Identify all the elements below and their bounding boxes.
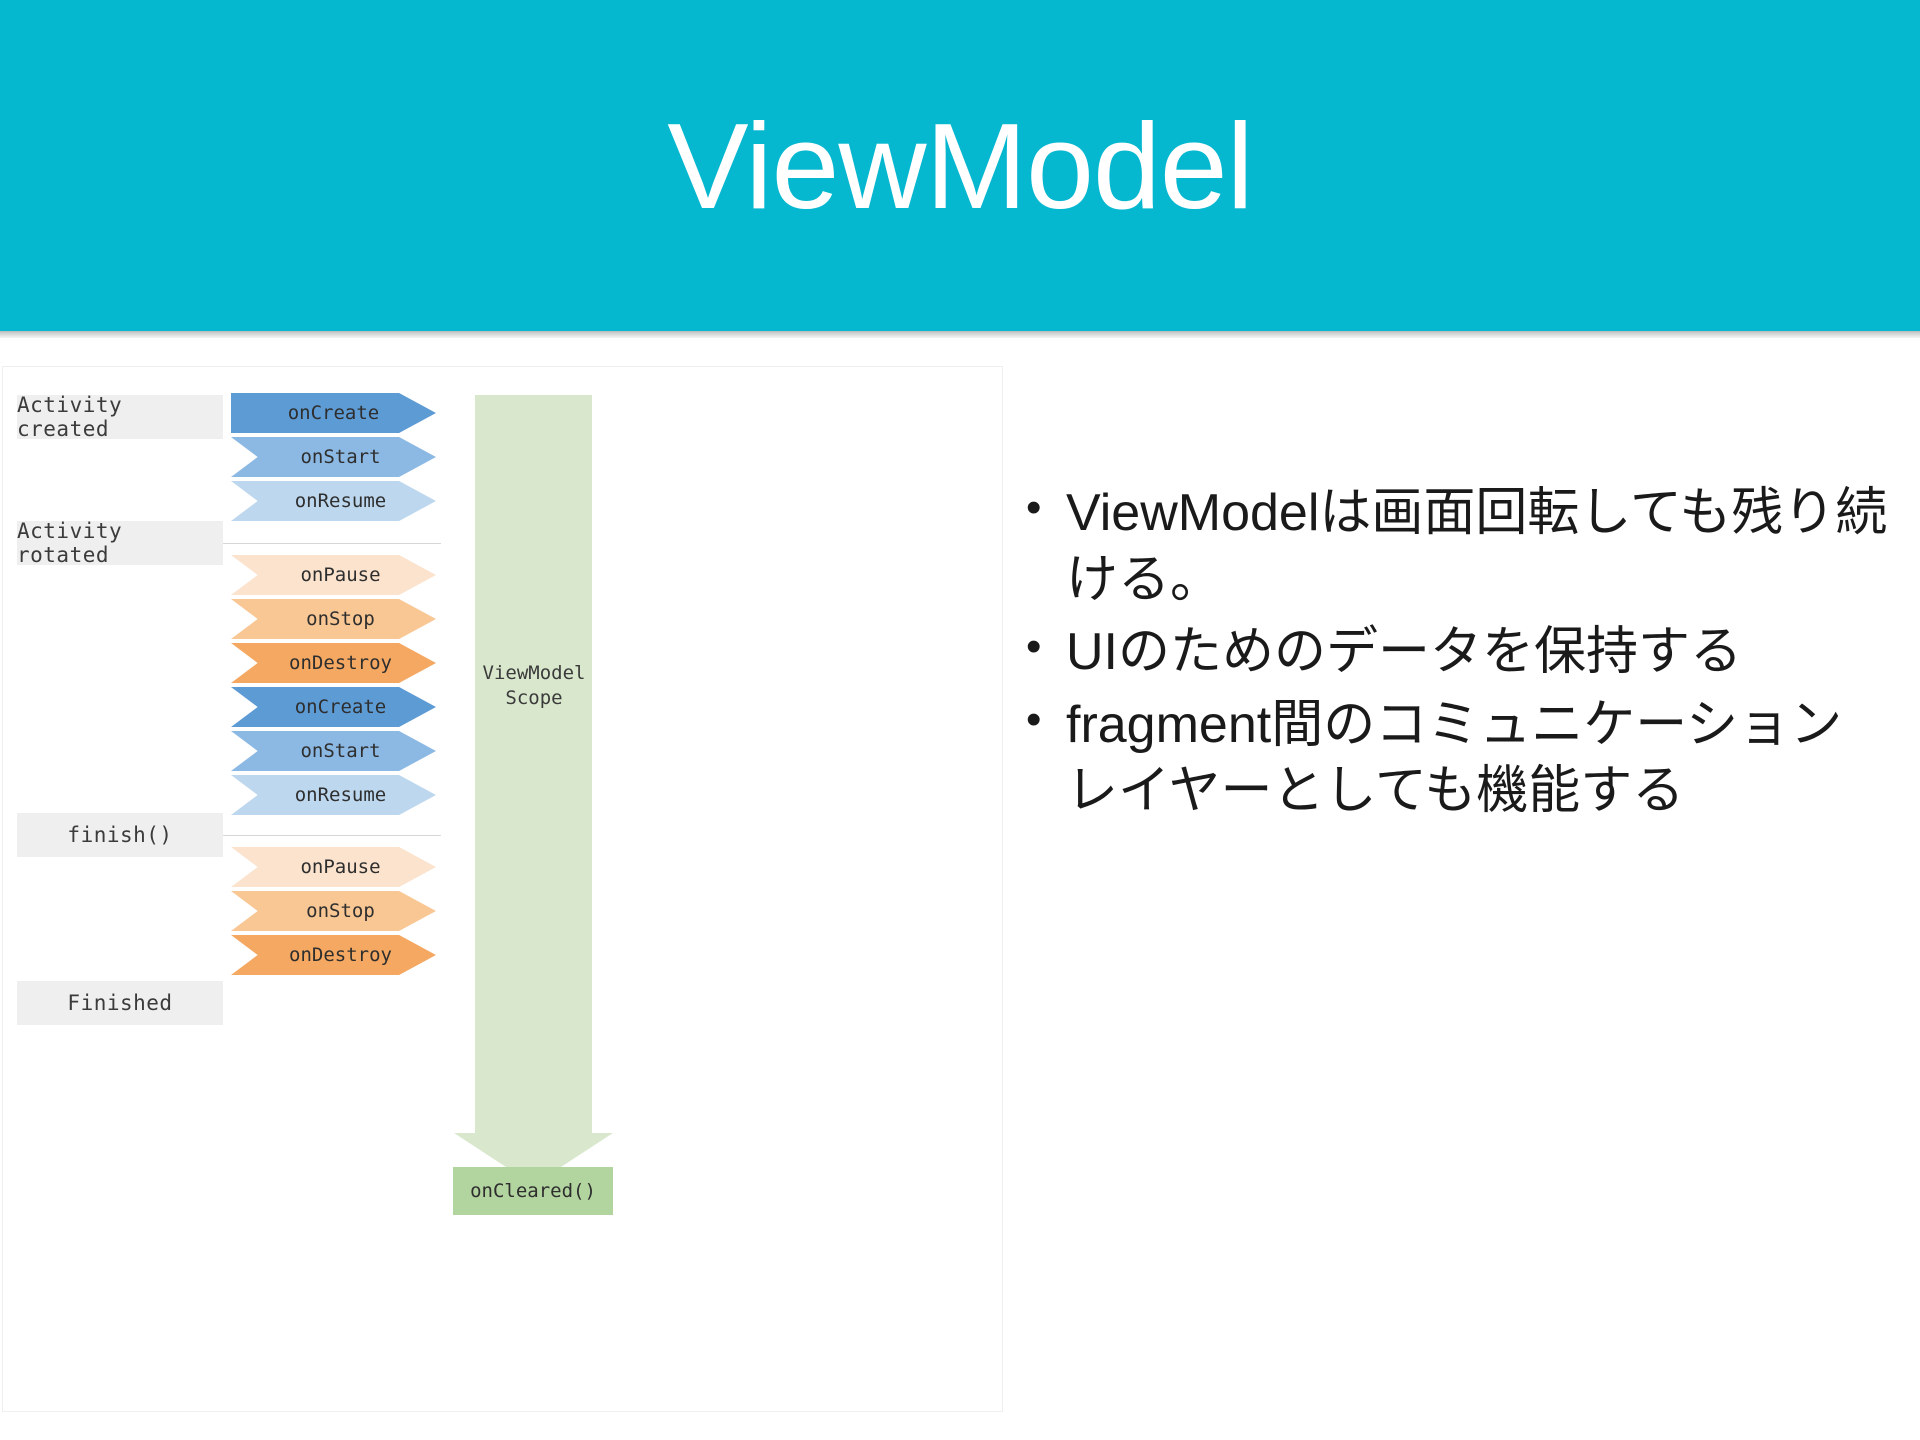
lifecycle-chevron: onResume: [231, 775, 436, 815]
bullet-text: UIのためのデータを保持する: [1066, 623, 1743, 682]
lifecycle-chevron: onStart: [231, 731, 436, 771]
viewmodel-scope-band: [475, 395, 592, 1133]
bullet-text: ViewModelは画面回転しても残り続ける。: [1066, 484, 1888, 609]
state-label: finish(): [17, 813, 223, 857]
bullet-marker-icon: •: [1026, 483, 1042, 532]
on-cleared-box: onCleared(): [453, 1167, 613, 1215]
connector-line: [223, 835, 441, 836]
lifecycle-chevron: onDestroy: [231, 643, 436, 683]
bullet-item: • fragment間のコミュニケーションレイヤーとしても機能する: [1020, 692, 1890, 825]
lifecycle-chevron: onResume: [231, 481, 436, 521]
lifecycle-chevron: onDestroy: [231, 935, 436, 975]
state-label: Finished: [17, 981, 223, 1025]
bullet-list: •ViewModelは画面回転しても残り続ける。•UIのためのデータを保持する•…: [1020, 480, 1890, 831]
bullet-text: fragment間のコミュニケーションレイヤーとしても機能する: [1066, 695, 1843, 821]
state-label: Activity created: [17, 393, 223, 441]
lifecycle-chevron: onStart: [231, 437, 436, 477]
header-divider: [0, 331, 1920, 338]
lifecycle-chevron: onCreate: [231, 687, 436, 727]
bullet-marker-icon: •: [1026, 694, 1042, 744]
viewmodel-scope-label: ViewModel Scope: [463, 661, 605, 710]
bullet-marker-icon: •: [1026, 622, 1042, 672]
lifecycle-chevron: onCreate: [231, 393, 436, 433]
state-label: Activity rotated: [17, 519, 223, 567]
viewmodel-scope-label-line2: Scope: [505, 686, 563, 709]
viewmodel-scope-label-line1: ViewModel: [482, 662, 586, 684]
slide-header: ViewModel: [0, 0, 1920, 331]
lifecycle-diagram: Finished finish() Activity rotated Activity…: [3, 367, 1004, 1413]
bullet-item: • ViewModelは画面回転しても残り続ける。: [1020, 480, 1890, 613]
lifecycle-chevron: onStop: [231, 599, 436, 639]
bullet-item: • UIのためのデータを保持する: [1020, 619, 1890, 686]
diagram-image-panel: Finished finish() Activity rotated Activity…: [2, 366, 1003, 1412]
lifecycle-chevron: onPause: [231, 555, 436, 595]
connector-line: [223, 543, 441, 544]
lifecycle-chevron: onPause: [231, 847, 436, 887]
page-title: ViewModel: [667, 97, 1254, 234]
lifecycle-chevron: onStop: [231, 891, 436, 931]
